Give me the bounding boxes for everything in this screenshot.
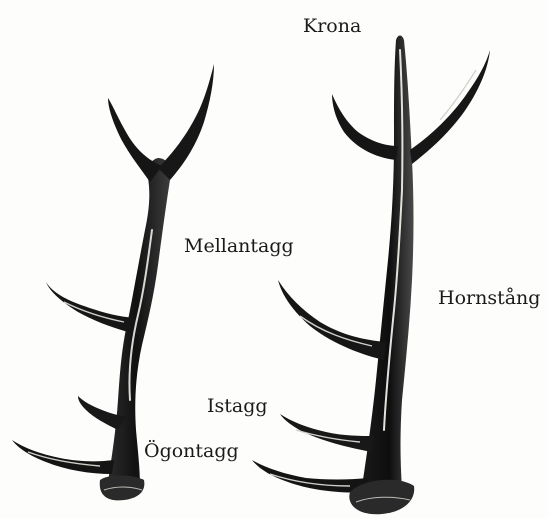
label-hornstang: Hornstång [438,289,540,308]
left-crown-tine-left [108,98,162,182]
right-istagg-tine [280,414,374,452]
left-antler [12,64,214,500]
label-krona: Krona [303,17,361,36]
right-antler [252,36,490,515]
right-crown-tine-left [332,94,398,160]
left-crown-tine-right [158,64,214,180]
right-mellantagg-tine [278,280,386,360]
label-mellantagg: Mellantagg [184,237,294,256]
right-ogontagg-tine [252,460,368,493]
label-istagg: Istagg [207,397,268,416]
left-mellantagg-tine [46,282,142,335]
left-burr [100,476,145,501]
left-ogontagg-tine [12,440,114,474]
label-ogontagg: Ögontagg [144,442,239,461]
right-beam [360,36,414,501]
